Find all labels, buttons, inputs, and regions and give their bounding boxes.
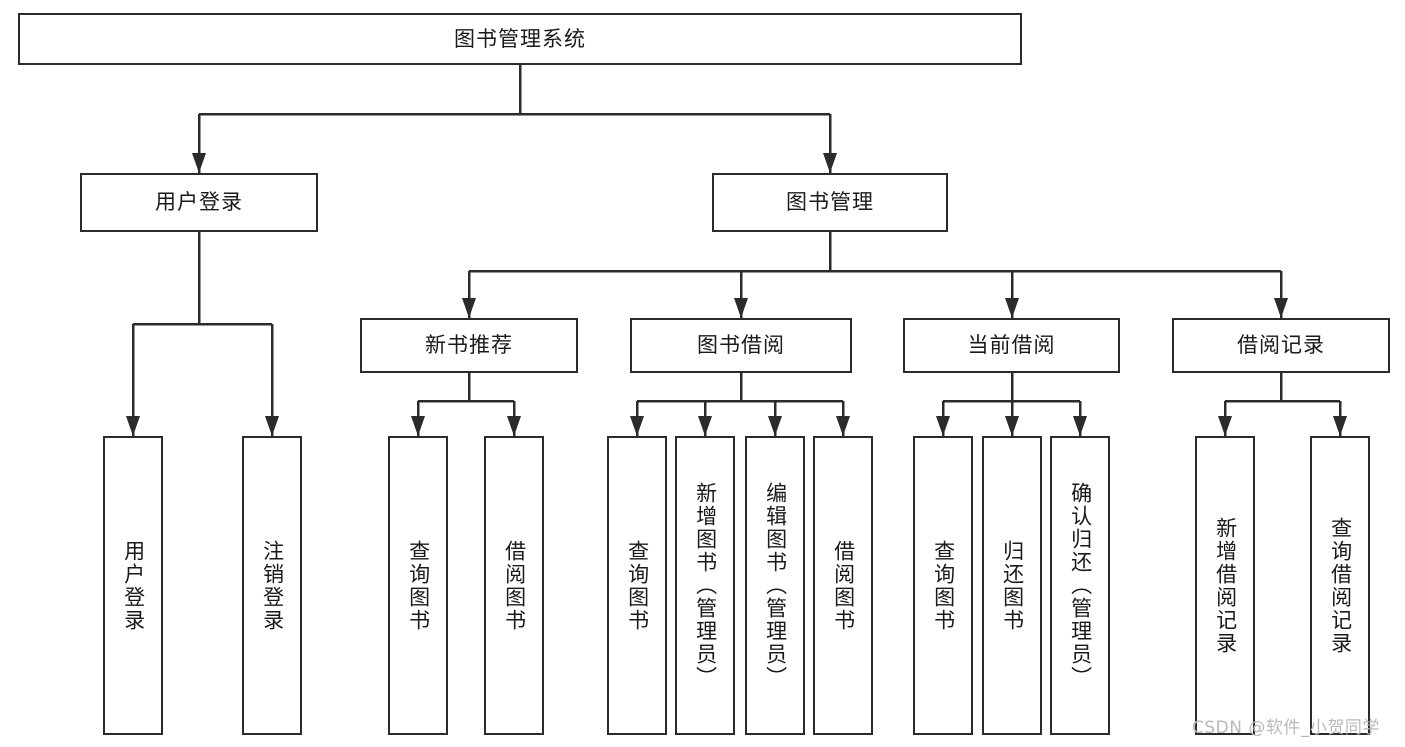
arrowhead-icon [630,416,644,436]
arrowhead-icon [192,153,206,173]
node-label: 查询图书 [406,539,431,632]
node-user-login[interactable]: 用户登录 [80,173,318,232]
node-label: 查询图书 [625,539,650,632]
node-label: 查询借阅记录 [1328,516,1353,655]
node-leaf-add-record[interactable]: 新增借阅记录 [1195,436,1255,735]
node-leaf-edit-book[interactable]: 编辑图书（管理员） [745,436,805,735]
arrowhead-icon [1005,416,1019,436]
node-leaf-borrow-2[interactable]: 借阅图书 [813,436,873,735]
arrowhead-icon [126,416,140,436]
arrowhead-icon [1274,298,1288,318]
arrowhead-icon [698,416,712,436]
node-label: 借阅图书 [502,539,527,632]
node-leaf-confirm[interactable]: 确认归还（管理员） [1050,436,1110,735]
node-leaf-logout[interactable]: 注销登录 [242,436,302,735]
node-leaf-return[interactable]: 归还图书 [982,436,1042,735]
node-label: 新增图书（管理员） [693,482,718,689]
node-leaf-query-1[interactable]: 查询图书 [388,436,448,735]
watermark: CSDN @软件_小贺同学 [1192,718,1380,738]
node-leaf-user-login[interactable]: 用户登录 [103,436,163,735]
node-label: 编辑图书（管理员） [763,482,788,689]
node-leaf-query-record[interactable]: 查询借阅记录 [1310,436,1370,735]
arrowhead-icon [265,416,279,436]
node-label: 新增借阅记录 [1213,516,1238,655]
node-label: 图书借阅 [697,333,785,358]
node-root[interactable]: 图书管理系统 [18,13,1022,65]
arrowhead-icon [936,416,950,436]
node-current-borrow[interactable]: 当前借阅 [903,318,1120,373]
node-label: 查询图书 [931,539,956,632]
node-leaf-query-3[interactable]: 查询图书 [913,436,973,735]
arrowhead-icon [507,416,521,436]
node-label: 注销登录 [260,539,285,632]
node-label: 归还图书 [1000,539,1025,632]
arrowhead-icon [462,298,476,318]
arrowhead-icon [1005,298,1019,318]
node-label: 借阅记录 [1237,333,1325,358]
node-leaf-add-book[interactable]: 新增图书（管理员） [675,436,735,735]
arrowhead-icon [411,416,425,436]
node-label: 用户登录 [155,190,243,215]
arrowhead-icon [1333,416,1347,436]
node-new-book-rec[interactable]: 新书推荐 [360,318,578,373]
arrowhead-icon [836,416,850,436]
arrowhead-icon [1073,416,1087,436]
node-leaf-query-2[interactable]: 查询图书 [607,436,667,735]
node-label: 借阅图书 [831,539,856,632]
node-label: 当前借阅 [967,333,1056,358]
node-label: 图书管理系统 [454,26,586,51]
node-book-manage[interactable]: 图书管理 [712,173,948,232]
node-leaf-borrow-1[interactable]: 借阅图书 [484,436,544,735]
arrowhead-icon [734,298,748,318]
node-borrow-record[interactable]: 借阅记录 [1172,318,1390,373]
node-label: 新书推荐 [425,333,513,358]
node-label: 确认归还（管理员） [1068,482,1093,689]
node-book-borrow[interactable]: 图书借阅 [630,318,852,373]
arrowhead-icon [823,153,837,173]
arrowhead-icon [1218,416,1232,436]
arrowhead-icon [768,416,782,436]
node-label: 图书管理 [786,190,874,215]
node-label: 用户登录 [121,539,146,632]
